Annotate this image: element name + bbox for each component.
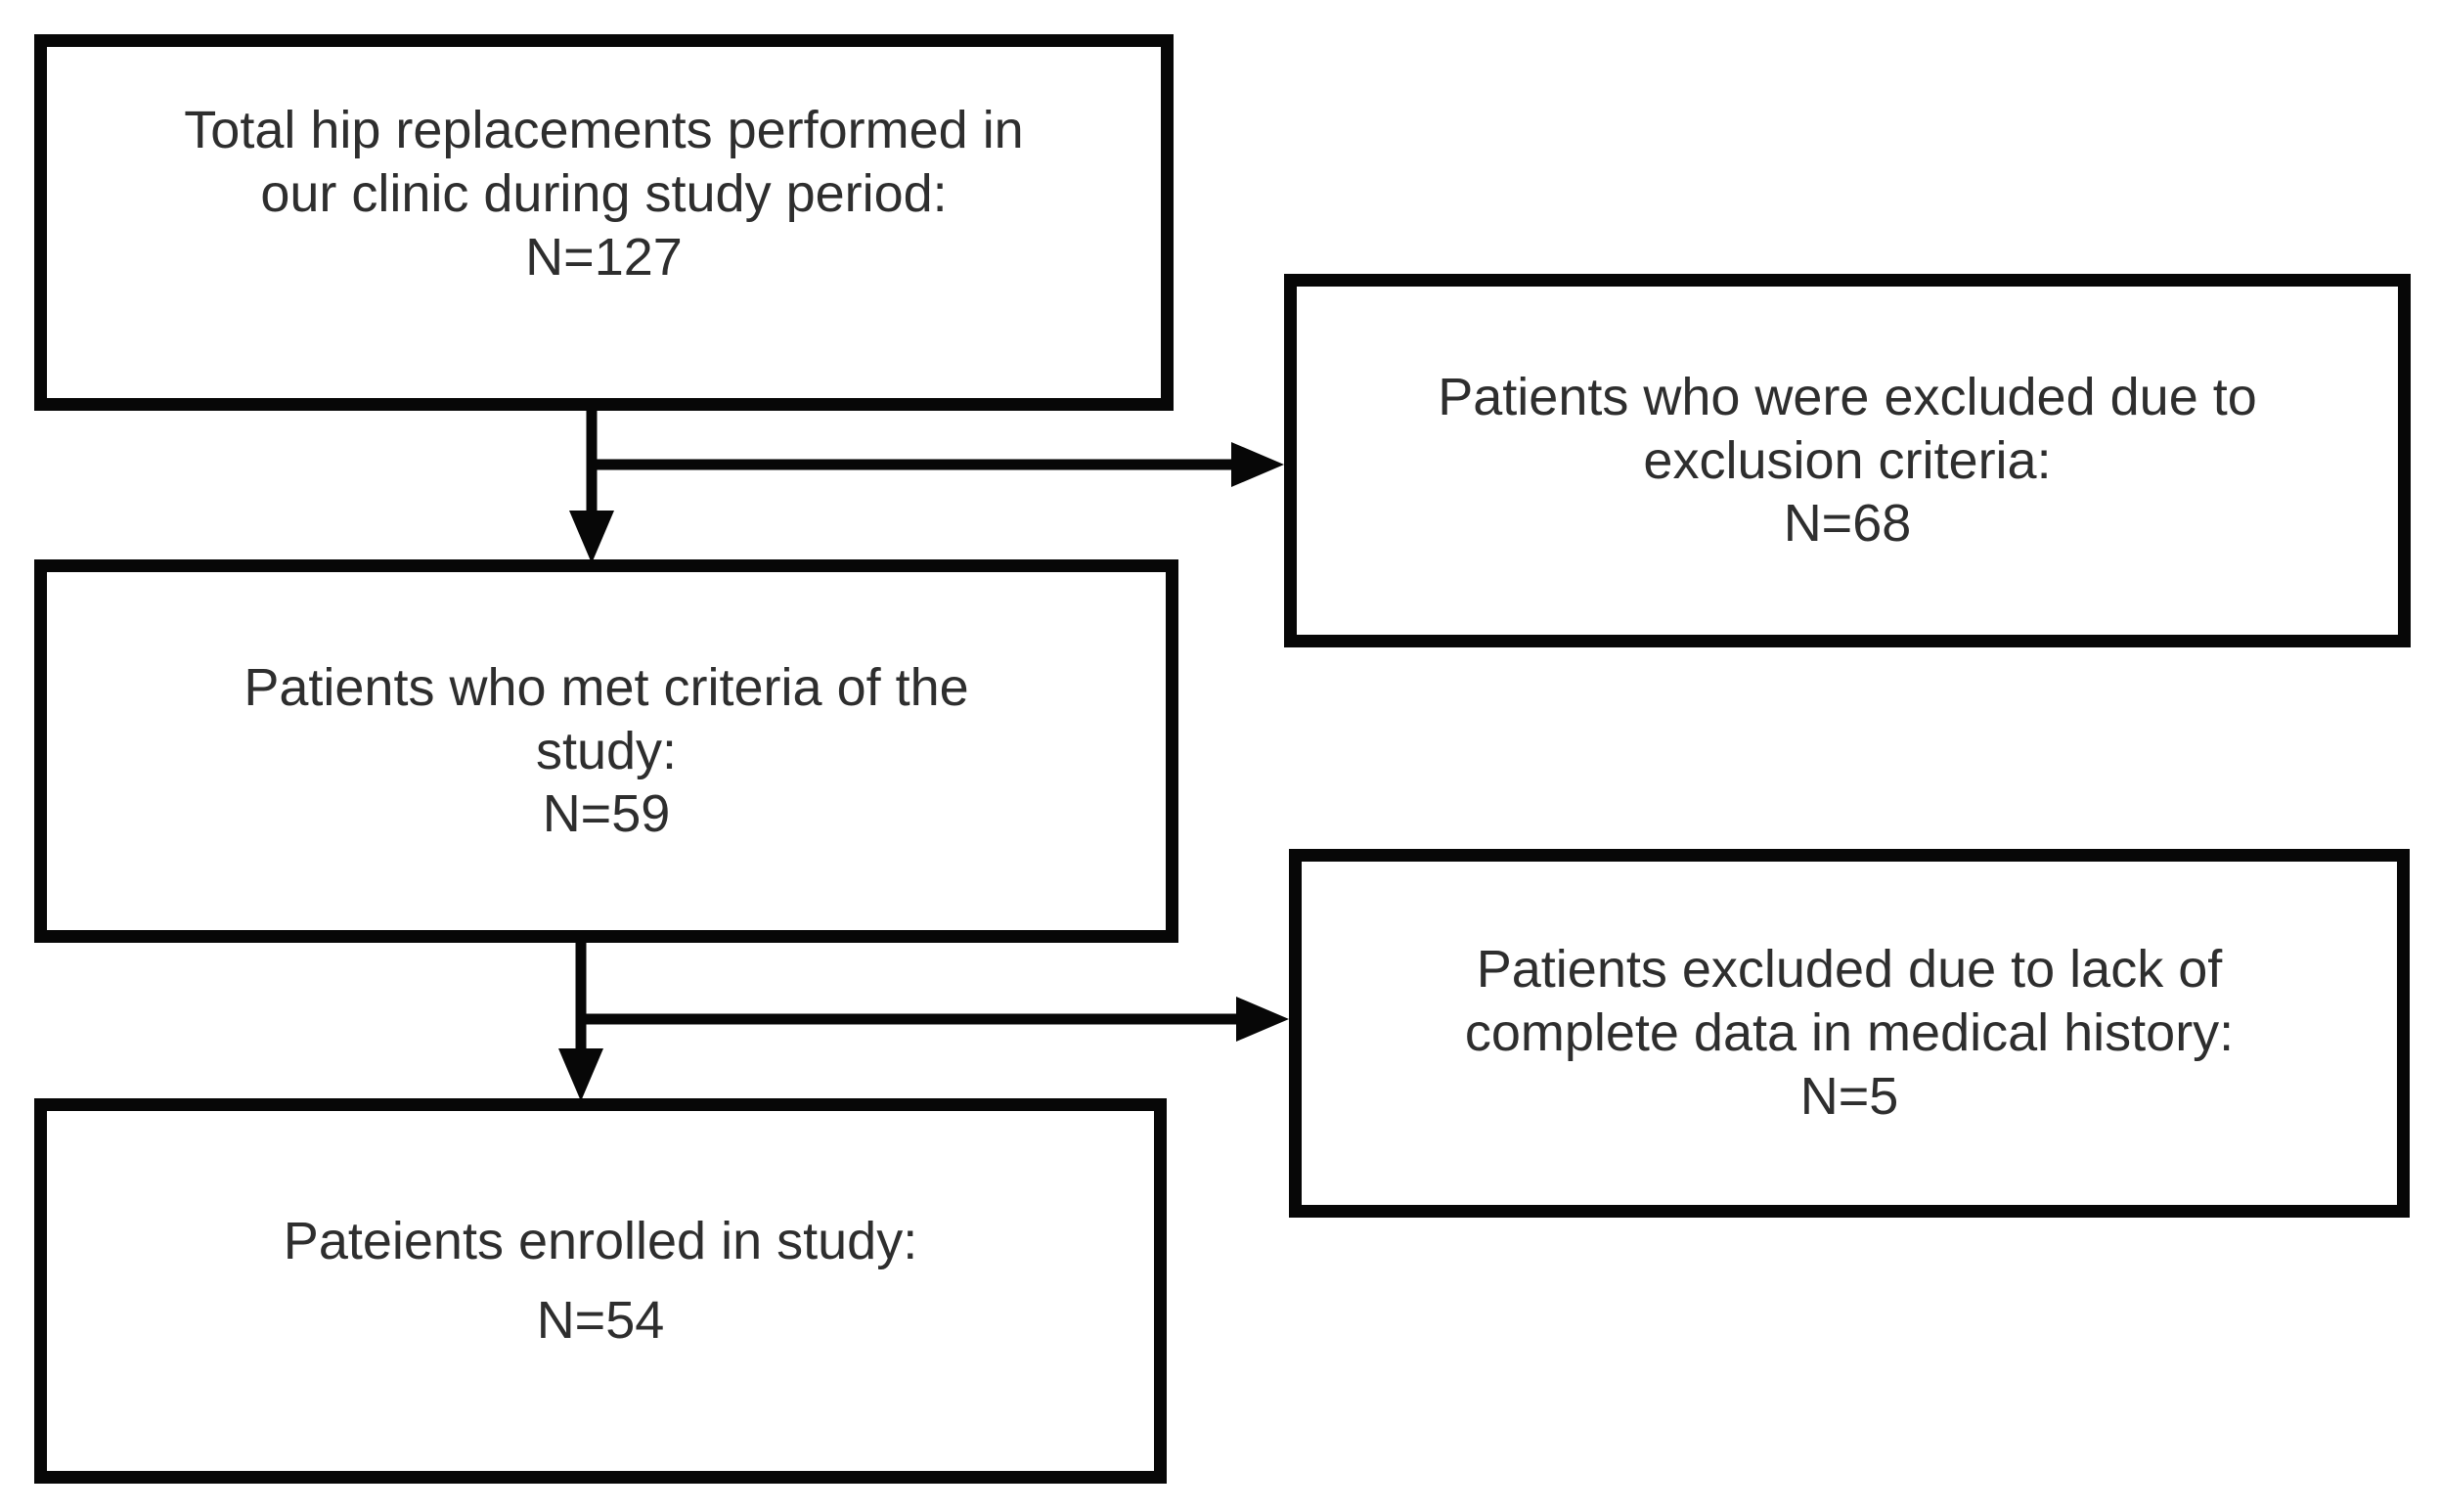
box-count: N=54 [536, 1291, 665, 1350]
box-text-line: Patients who met criteria of the [244, 657, 969, 717]
box-text-line: Patients who were excluded due to [1438, 367, 2257, 426]
flow-box-enrolled: Pateients enrolled in study: N=54 [34, 1098, 1167, 1484]
box-text-line: exclusion criteria: [1643, 430, 2052, 490]
arrow-head-down-icon [569, 511, 614, 563]
arrow-total-to-excluded-criteria [587, 442, 1284, 487]
box-text-line: complete data in medical history: [1464, 1003, 2235, 1063]
arrow-met-criteria-to-excluded-data [576, 997, 1289, 1042]
arrow-head-down-icon [558, 1048, 603, 1101]
box-text-line: Patients excluded due to lack of [1476, 940, 2223, 1000]
arrow-met-criteria-to-enrolled [558, 934, 603, 1101]
box-text-line: Pateients enrolled in study: [283, 1212, 918, 1271]
flow-box-excluded-criteria: Patients who were excluded due to exclus… [1284, 274, 2411, 647]
arrow-head-right-icon [1231, 442, 1284, 487]
box-count: N=5 [1799, 1066, 1899, 1126]
box-text-line: our clinic during study period: [260, 164, 948, 224]
box-count: N=127 [525, 227, 683, 287]
arrow-head-right-icon [1236, 997, 1289, 1042]
flow-box-met-criteria: Patients who met criteria of the study: … [34, 559, 1178, 943]
box-text-line: Total hip replacements performed in [184, 101, 1024, 160]
flow-box-excluded-data: Patients excluded due to lack of complet… [1289, 849, 2410, 1218]
box-count: N=59 [542, 784, 671, 844]
flow-box-total: Total hip replacements performed in our … [34, 34, 1174, 411]
box-text-line: study: [535, 721, 678, 780]
arrow-total-to-met-criteria [569, 399, 614, 563]
box-count: N=68 [1783, 494, 1912, 554]
